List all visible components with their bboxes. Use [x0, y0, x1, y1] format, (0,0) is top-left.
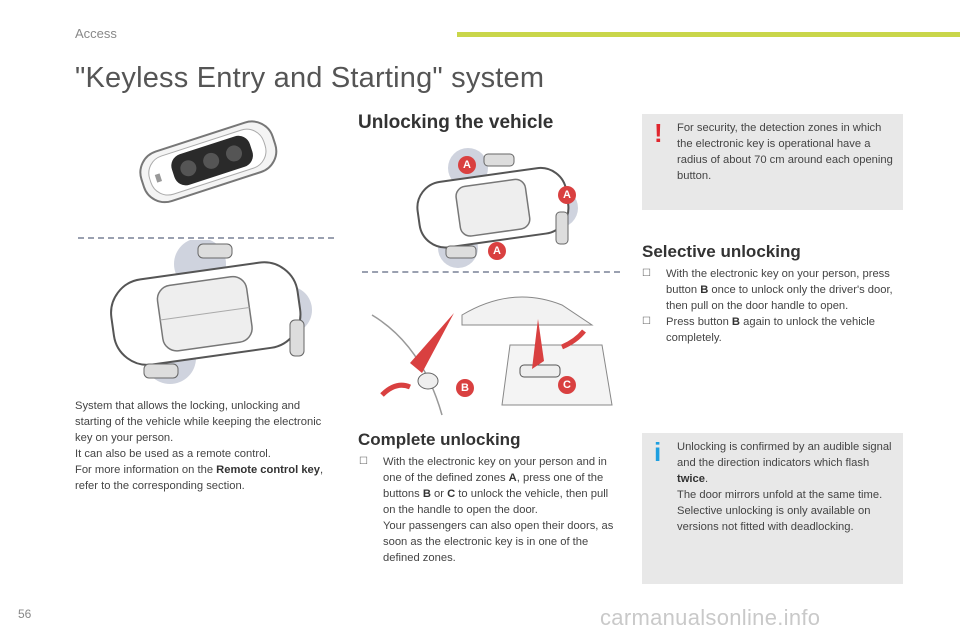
intro-text: System that allows the locking, unlockin…	[75, 398, 325, 494]
intro-line: System that allows the locking, unlockin…	[75, 400, 322, 444]
text-run: Press button	[666, 316, 732, 328]
selective-unlocking-text: ☐ With the electronic key on your person…	[642, 266, 904, 346]
bullet-icon: ☐	[642, 268, 651, 279]
text-run: Your passengers can also open their door…	[383, 520, 614, 564]
text-run: to unlock the vehicle, then pull on the …	[383, 488, 609, 516]
page-title: "Keyless Entry and Starting" system	[75, 62, 545, 94]
complete-unlocking-text: ☐ With the electronic key on your person…	[359, 454, 621, 566]
warning-box: ! For security, the detection zones in w…	[642, 114, 903, 210]
key-fob-illustration	[139, 120, 278, 204]
text-bold: B	[422, 488, 431, 500]
divider-dashed	[78, 237, 334, 239]
list-item: ☐ With the electronic key on your person…	[642, 266, 904, 314]
car-top-view-illustration	[110, 240, 312, 384]
info-text: Unlocking is confirmed by an audible sig…	[677, 439, 899, 535]
text-bold: B	[731, 316, 741, 328]
intro-line: It can also be used as a remote control.	[75, 448, 271, 460]
page-number: 56	[18, 607, 32, 621]
watermark: carmanualsonline.info	[600, 605, 821, 630]
divider-dashed	[362, 271, 620, 273]
text-run: once to unlock only the driver's door, t…	[666, 284, 893, 312]
accent-bar	[457, 32, 960, 37]
info-icon: i	[654, 437, 662, 467]
list-item: ☐ With the electronic key on your person…	[359, 454, 621, 566]
text-bold: C	[447, 488, 456, 500]
text-bold: A	[508, 472, 517, 484]
intro-line: For more information on the	[75, 464, 217, 476]
text-bold: B	[700, 284, 709, 296]
text-run: or	[430, 488, 448, 500]
intro-line: , refer to the corresponding section.	[75, 464, 324, 492]
zone-label-a: A	[458, 156, 476, 174]
list-item: ☐ Press button B again to unlock the veh…	[642, 314, 904, 346]
complete-unlocking-heading: Complete unlocking	[358, 430, 521, 449]
text-run: Selective unlocking is only available on…	[677, 505, 871, 533]
text-run: , press one of the buttons	[383, 472, 604, 500]
text-run: .	[704, 473, 709, 485]
button-label-c: C	[558, 376, 576, 394]
door-handle-illustration	[371, 296, 613, 416]
text-bold: twice	[677, 473, 705, 485]
button-label-b: B	[456, 379, 474, 397]
text-run: Unlocking is confirmed by an audible sig…	[677, 441, 892, 469]
warning-text: For security, the detection zones in whi…	[677, 122, 893, 182]
zone-label-a: A	[488, 242, 506, 260]
unlocking-heading: Unlocking the vehicle	[358, 112, 554, 133]
info-box: i Unlocking is confirmed by an audible s…	[642, 433, 903, 584]
text-run: With the electronic key on your person, …	[666, 268, 890, 296]
text-run: With the electronic key on your person a…	[383, 456, 607, 484]
warning-icon: !	[654, 118, 663, 148]
intro-bold: Remote control key	[216, 464, 320, 476]
text-run: The door mirrors unfold at the same time…	[677, 489, 883, 501]
text-run: again to unlock the vehicle completely.	[666, 316, 875, 344]
selective-unlocking-heading: Selective unlocking	[642, 242, 801, 261]
bullet-icon: ☐	[642, 316, 651, 327]
section-title: Access	[75, 26, 117, 41]
zone-label-a: A	[558, 186, 576, 204]
bullet-icon: ☐	[359, 456, 368, 467]
